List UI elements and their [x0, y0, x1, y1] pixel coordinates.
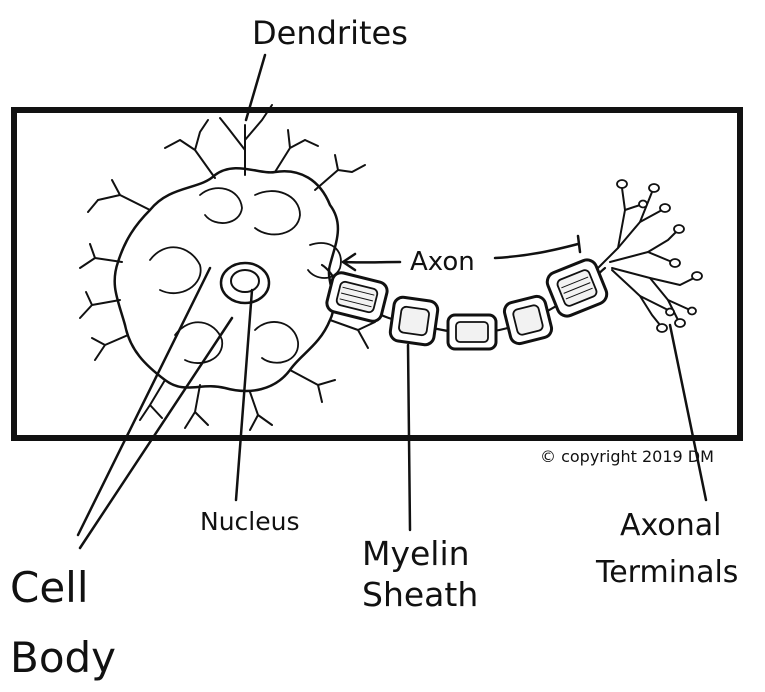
terminals-label-line1: Axonal [620, 508, 721, 543]
myelin-label-line2: Sheath [362, 575, 478, 614]
myelin-segment [389, 296, 439, 346]
myelin-segment [503, 295, 554, 346]
copyright-text: © copyright 2019 DM [540, 447, 714, 466]
terminals-leader [670, 325, 706, 500]
dendrite-branch [220, 105, 272, 175]
myelin-segment [325, 271, 389, 323]
nucleus-label: Nucleus [200, 507, 300, 536]
dendrites-label: Dendrites [252, 14, 408, 52]
dendrite-branch [290, 370, 335, 402]
dendrite-branch [185, 385, 208, 428]
cell-body-label-line2: Body [10, 633, 116, 682]
leader-lines [78, 55, 706, 548]
myelin-label-line1: Myelin [362, 534, 470, 573]
axon-label: Axon [410, 247, 475, 277]
cell-body-leader-1 [78, 268, 210, 535]
dendrite-branch [315, 155, 365, 190]
dendrite-branch [275, 130, 318, 172]
dendrite-branch [165, 120, 215, 178]
terminals-label-line2: Terminals [595, 555, 738, 590]
myelin-segment [448, 315, 496, 349]
dendrite-branch [80, 244, 122, 268]
nucleus [221, 263, 269, 303]
axon-terminals [598, 188, 694, 325]
dendrite-branch [330, 320, 375, 348]
nucleus-leader [236, 290, 252, 500]
dendrite-branch [80, 292, 120, 318]
dendrite-branch [250, 392, 272, 430]
dendrite-branch [88, 180, 150, 212]
dendrite-branch [92, 335, 128, 360]
cell-body-label-line1: Cell [10, 563, 89, 612]
myelin-leader [408, 345, 410, 530]
